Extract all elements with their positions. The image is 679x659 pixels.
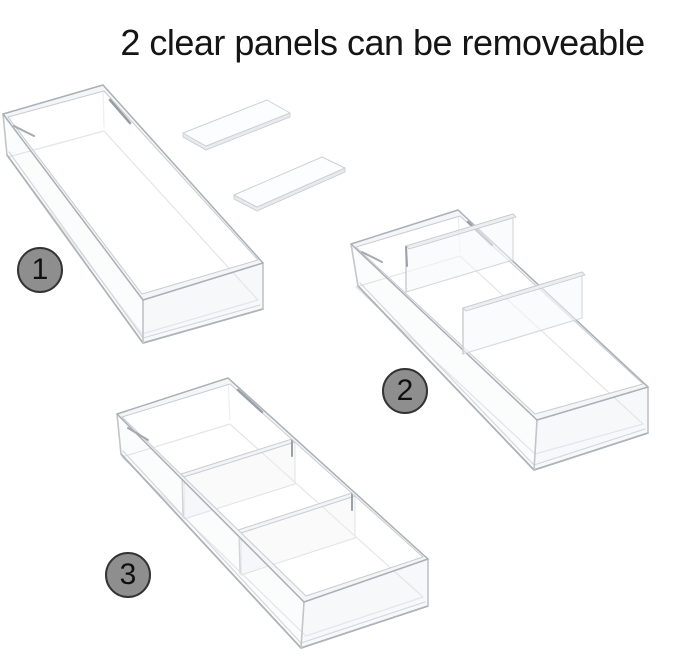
step-badge-1: 1 [17,247,63,293]
diagram-title: 2 clear panels can be removeable [120,22,645,64]
step-badge-2: 2 [382,368,428,414]
tray-2-divider-back [405,213,517,293]
tray-3-dividers-installed [116,377,429,649]
step-badge-3: 3 [105,552,151,598]
tray-3-divider-2 [237,492,356,576]
step-badge-1-label: 1 [31,253,49,286]
tray-2-divider-front [462,271,586,355]
removable-panel-2 [233,156,346,212]
removable-panel-1 [182,99,291,151]
step-badge-3-label: 3 [119,558,137,591]
tray-1-empty [2,84,264,344]
step-badge-2-label: 2 [396,374,414,407]
tray-3-divider-1 [180,438,296,520]
tray-2-dividers-raised [350,209,649,471]
